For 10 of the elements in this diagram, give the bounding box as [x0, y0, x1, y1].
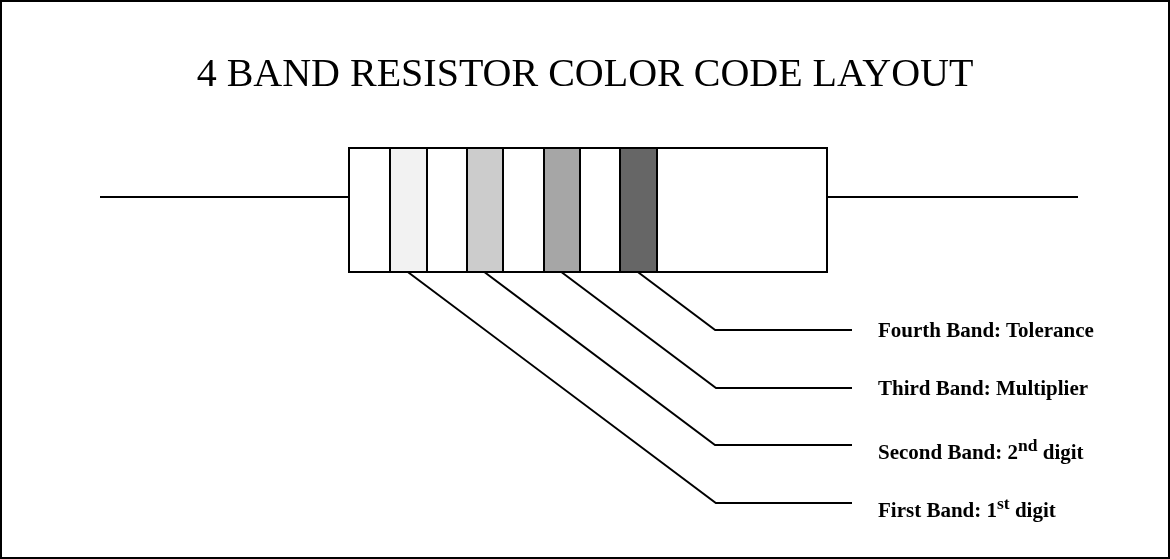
band-label: Fourth Band: Tolerance [852, 317, 1094, 343]
resistor-body [348, 147, 828, 273]
color-band [389, 147, 428, 273]
title: 4 BAND RESISTOR COLOR CODE LAYOUT [195, 49, 975, 97]
band-label: Second Band: 2$^{nd}$ digit [852, 432, 1084, 465]
band-label: First Band: 1$^{st}$ digit [852, 490, 1056, 523]
band-label: Third Band: Multiplier [852, 375, 1089, 401]
color-band [619, 147, 658, 273]
color-band [543, 147, 581, 273]
color-band [466, 147, 504, 273]
